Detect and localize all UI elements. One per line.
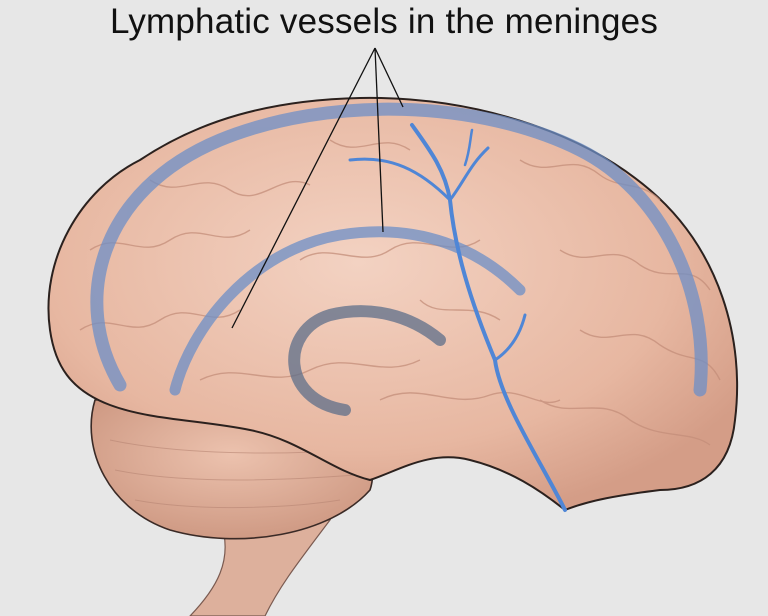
meningeal-vessel	[348, 123, 567, 512]
callout-line-3	[374, 47, 404, 108]
brainstem	[189, 519, 332, 616]
lymphatic-vessel-outer	[90, 102, 708, 397]
diagram-label: Lymphatic vessels in the meninges	[109, 2, 659, 41]
lymphatic-vessels	[90, 102, 708, 416]
lymphatic-vessel-inner	[288, 305, 446, 416]
cerebrum	[47, 96, 739, 512]
lymphatic-vessel-middle	[169, 226, 526, 396]
callout-line-2	[374, 47, 384, 233]
callout-line-1	[231, 47, 376, 329]
callout-lines	[231, 47, 404, 329]
